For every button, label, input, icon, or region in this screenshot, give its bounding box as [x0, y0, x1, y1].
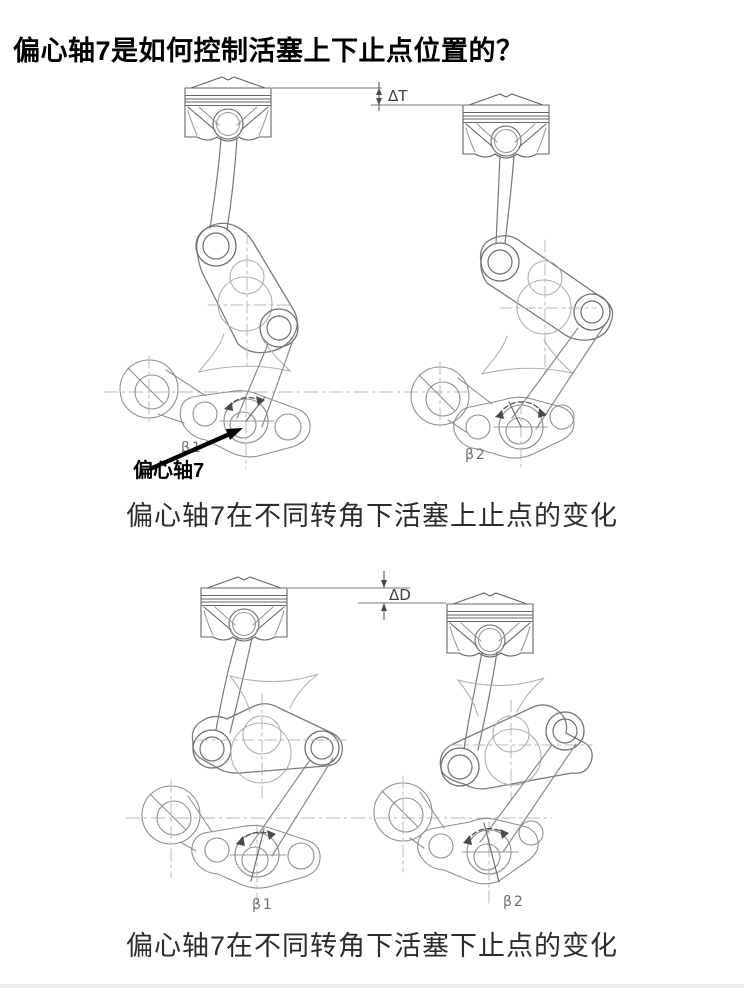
- eccentric-shaft-label: 偏心轴7: [133, 458, 204, 482]
- mechanism-top-right: [410, 93, 614, 469]
- page-title: 偏心轴7是如何控制活塞上下止点位置的？: [13, 36, 524, 67]
- dimension-delta-d: ΔD: [288, 571, 446, 620]
- beta2-label-top: β2: [465, 447, 487, 463]
- figure-bottom-caption: 偏心轴7在不同转角下活塞下止点的变化: [125, 931, 618, 961]
- figure-bottom: ΔD β1 β2: [126, 571, 593, 913]
- beta2-label-bottom: β2: [503, 894, 525, 910]
- callout-arrowhead-icon: [226, 428, 243, 440]
- mechanism-bottom-left: [141, 576, 347, 904]
- dimension-delta-t: ΔT: [272, 82, 462, 111]
- mechanism-bottom-right: [373, 592, 593, 907]
- delta-t-label: ΔT: [388, 87, 408, 105]
- figure-top-caption: 偏心轴7在不同转角下活塞上止点的变化: [125, 501, 618, 531]
- figure-top: ΔT β1 β2 偏心轴7: [104, 76, 614, 482]
- bottom-divider: [0, 984, 744, 988]
- delta-d-label: ΔD: [389, 586, 411, 604]
- mechanism-top-left: [119, 76, 311, 469]
- eccentric-shaft-callout: 偏心轴7: [133, 428, 243, 482]
- beta1-label-bottom: β1: [252, 897, 274, 913]
